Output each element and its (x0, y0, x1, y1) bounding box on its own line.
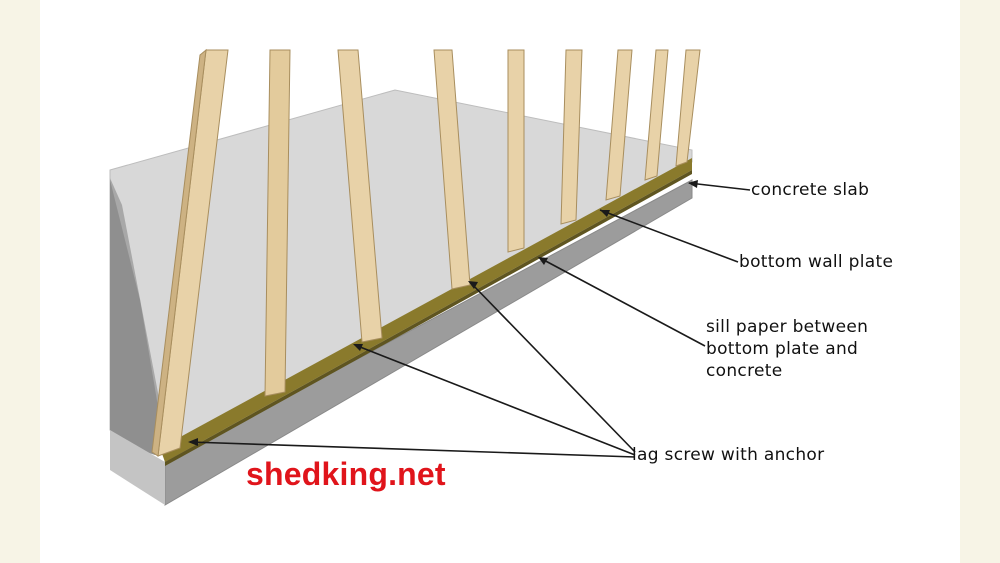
arrow-lag-2 (353, 344, 363, 351)
stud-2 (337, 49, 383, 343)
arrow-bottom-plate (600, 210, 610, 217)
label-lag-screw: lag screw with anchor (632, 445, 825, 465)
label-concrete-slab: concrete slab (751, 180, 870, 200)
stud-6 (605, 49, 633, 201)
bottom-wall-plate (160, 158, 692, 462)
stud-8 (675, 49, 701, 167)
leader-concrete-slab (688, 182, 751, 191)
wall-end-strip (110, 180, 165, 455)
studs (151, 48, 701, 457)
arrow-sill-paper (538, 257, 548, 265)
arrow-concrete-slab (688, 180, 698, 188)
arrow-lag-1 (188, 438, 198, 446)
label-sill-paper-line-1: sill paper between (706, 317, 869, 337)
label-sill-paper-line-3: concrete (706, 361, 783, 381)
label-bottom-wall-plate: bottom wall plate (739, 252, 894, 272)
arrow-lag-3 (468, 281, 478, 289)
sill-paper-edge (165, 170, 692, 466)
leader-lines (189, 182, 751, 458)
arrow-heads (188, 180, 698, 446)
stud-5 (560, 49, 583, 225)
leader-lag-3 (469, 281, 636, 453)
stud-4 (507, 49, 525, 253)
leader-sill-paper (539, 257, 706, 347)
leader-lag-2 (354, 344, 636, 456)
label-sill-paper-line-2: bottom plate and (706, 339, 859, 359)
leader-bottom-plate (599, 209, 739, 263)
watermark-text: shedking.net (246, 456, 446, 492)
concrete-slab-top (110, 430, 165, 505)
stud-9 (264, 49, 291, 397)
stud-7 (644, 49, 669, 181)
stud-3 (433, 49, 471, 290)
stud-1-face (151, 48, 207, 457)
leader-lag-1 (189, 441, 636, 458)
